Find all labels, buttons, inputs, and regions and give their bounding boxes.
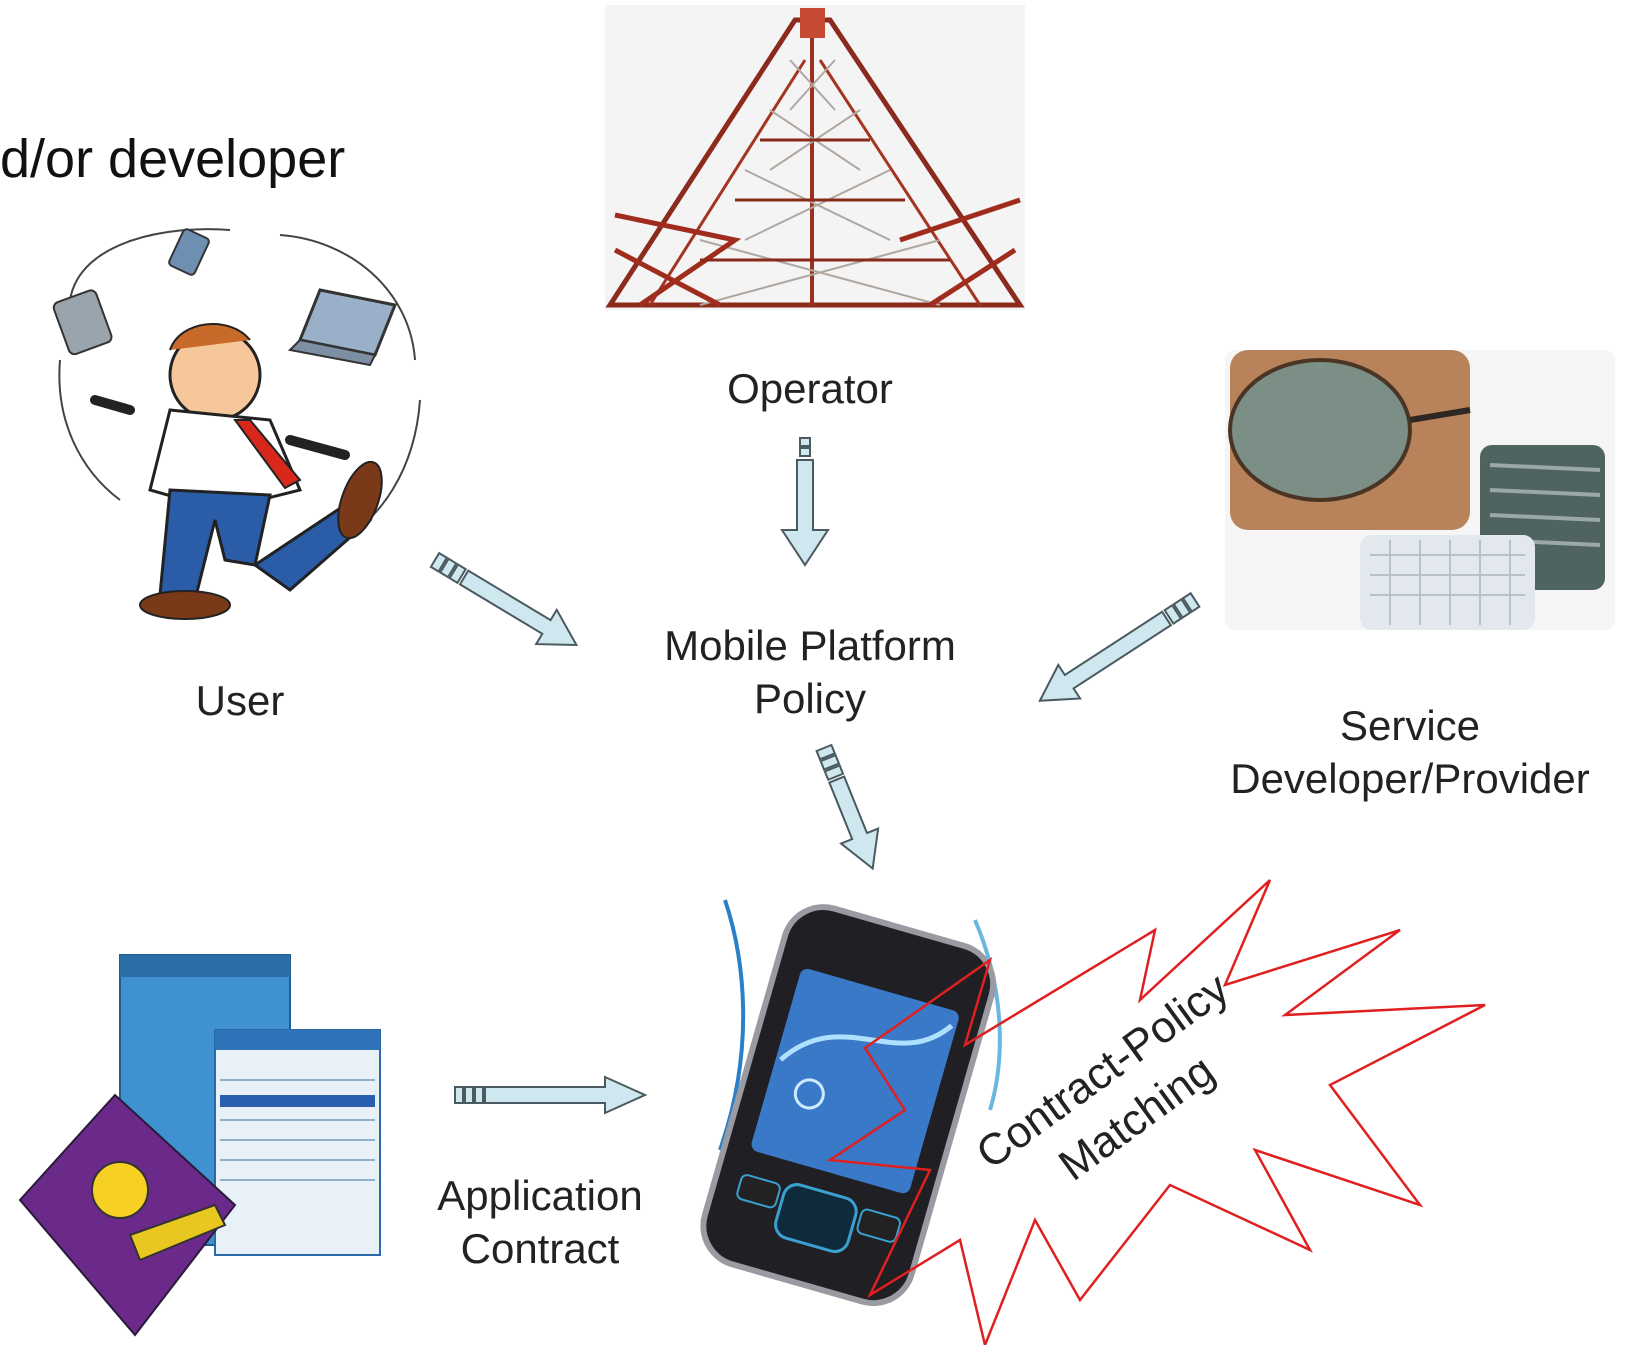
policy-label-line1: Mobile Platform: [664, 622, 956, 669]
phone-image: [700, 899, 1002, 1307]
policy-label: Mobile Platform Policy: [620, 620, 1000, 725]
contract-label: Application Contract: [400, 1170, 680, 1275]
contract-label-line1: Application: [437, 1172, 643, 1219]
user-label: User: [195, 677, 285, 724]
user-image: [35, 215, 430, 635]
policy-label-line2: Policy: [753, 674, 867, 722]
arrow-policy-to-phone: [815, 743, 880, 871]
arrow-operator-to-policy: [780, 437, 830, 567]
arrow-service-to-policy: [1038, 591, 1201, 702]
service-label-line1: Service: [1339, 702, 1481, 749]
partial-heading: d/or developer: [0, 129, 346, 189]
application-image: [18, 954, 381, 1337]
service-label: Service Developer/Provider: [1190, 700, 1630, 805]
arrow-contract-to-phone: [454, 1075, 648, 1115]
operator-label: Operator: [727, 365, 893, 412]
developer-image: [1225, 350, 1615, 630]
contract-label-line2: Contract: [460, 1224, 620, 1272]
tower-image: [605, 5, 1025, 310]
service-label-line2: Developer/Provider: [1230, 754, 1590, 802]
arrow-user-to-policy: [429, 551, 579, 647]
matching-burst: [826, 879, 1486, 1345]
